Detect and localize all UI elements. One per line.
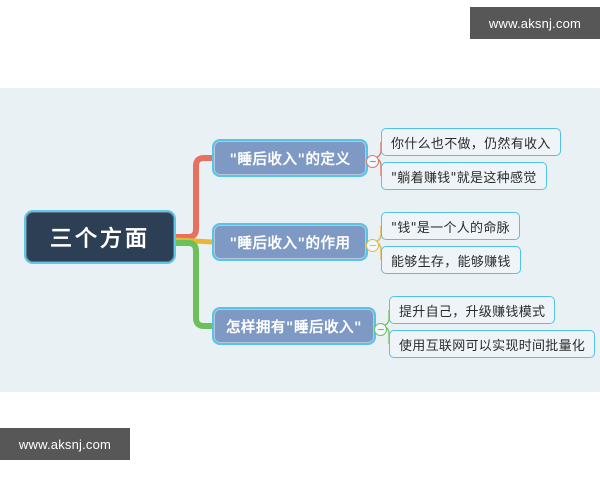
mindmap-leaf-node-0-0[interactable]: 你什么也不做，仍然有收入	[381, 128, 561, 156]
mindmap-leaf-node-1-1[interactable]: 能够生存，能够赚钱	[381, 246, 521, 274]
watermark-bottom: www.aksnj.com	[0, 428, 130, 460]
edge-root-branch-2	[173, 240, 215, 329]
edge-root-branch-0	[173, 155, 215, 240]
mindmap-leaf-node-2-1[interactable]: 使用互联网可以实现时间批量化	[389, 330, 596, 358]
minus-glyph	[377, 328, 384, 331]
mindmap-leaf-node-0-1[interactable]: "躺着赚钱"就是这种感觉	[381, 162, 547, 190]
mindmap-branch-node-1[interactable]: "睡后收入"的作用	[212, 223, 368, 261]
mindmap-branch-node-0[interactable]: "睡后收入"的定义	[212, 139, 368, 177]
mindmap-leaf-node-2-0[interactable]: 提升自己，升级赚钱模式	[389, 296, 556, 324]
minus-circle-icon-branch-2[interactable]	[374, 323, 387, 336]
watermark-top: www.aksnj.com	[470, 7, 600, 39]
mindmap-canvas[interactable]: 三个方面 "睡后收入"的定义 "睡后收入"的作用 怎样拥有"睡后收入" 你什么也…	[0, 88, 600, 392]
mindmap-leaf-node-1-0[interactable]: "钱"是一个人的命脉	[381, 212, 520, 240]
minus-glyph	[369, 160, 376, 163]
mindmap-root-node[interactable]: 三个方面	[24, 210, 176, 264]
mindmap-branch-node-2[interactable]: 怎样拥有"睡后收入"	[212, 307, 376, 345]
minus-glyph	[369, 244, 376, 247]
minus-circle-icon-branch-1[interactable]	[366, 239, 379, 252]
minus-circle-icon-branch-0[interactable]	[366, 155, 379, 168]
